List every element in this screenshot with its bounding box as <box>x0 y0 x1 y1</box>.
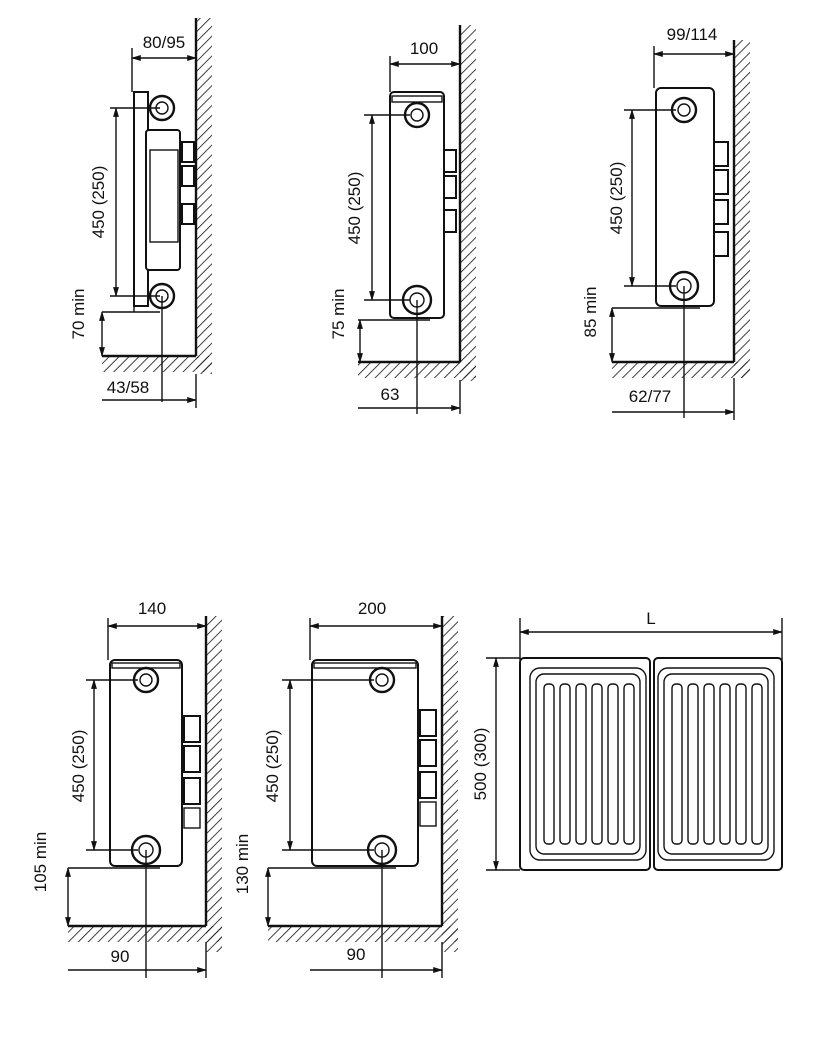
wall-hatch <box>734 40 750 378</box>
floor-gap-label-e: 130 min <box>233 834 252 894</box>
length-label: L <box>646 609 655 628</box>
wall-hatch <box>196 18 212 374</box>
depth-label-d: 140 <box>138 599 166 618</box>
wall-hatch <box>442 616 458 952</box>
front-view: L 500 (300) <box>471 609 783 871</box>
height-label-d: 450 (250) <box>69 730 88 803</box>
floor-gap-label-a: 70 min <box>69 288 88 339</box>
height-label-b: 450 (250) <box>345 172 364 245</box>
side-view-b: 100 450 (250) 75 min 63 <box>329 25 476 414</box>
grill-slots-left <box>543 683 635 845</box>
pipe-offset-label-a: 43/58 <box>107 378 150 397</box>
wall-hatch <box>460 25 476 381</box>
floor-hatch <box>102 356 212 372</box>
floor-hatch <box>68 926 222 942</box>
height-label-e: 450 (250) <box>263 730 282 803</box>
side-view-a: 80/95 450 (250) 70 min 43/58 <box>69 18 212 408</box>
front-height-label: 500 (300) <box>471 728 490 801</box>
height-label-a: 450 (250) <box>89 166 108 239</box>
depth-label-b: 100 <box>410 39 438 58</box>
pipe-offset-label-e: 90 <box>347 945 366 964</box>
side-view-e: 200 450 (250) 130 min 90 <box>233 599 458 978</box>
pipe-offset-label-d: 90 <box>111 947 130 966</box>
wall-hatch <box>206 616 222 952</box>
height-label-c: 450 (250) <box>607 162 626 235</box>
grill-slots-right <box>671 683 763 845</box>
side-view-c: 99/114 450 (250) 85 min 62/77 <box>581 25 750 420</box>
pipe-offset-label-b: 63 <box>381 385 400 404</box>
depth-label-c: 99/114 <box>667 25 718 44</box>
floor-gap-label-b: 75 min <box>329 288 348 339</box>
pipe-offset-label-c: 62/77 <box>629 387 672 406</box>
floor-hatch <box>612 362 750 378</box>
side-view-d: 140 450 (250) 105 min 90 <box>31 599 222 978</box>
depth-label-a: 80/95 <box>143 33 186 52</box>
floor-gap-label-d: 105 min <box>31 832 50 892</box>
depth-label-e: 200 <box>358 599 386 618</box>
floor-hatch <box>268 926 458 942</box>
floor-gap-label-c: 85 min <box>581 286 600 337</box>
